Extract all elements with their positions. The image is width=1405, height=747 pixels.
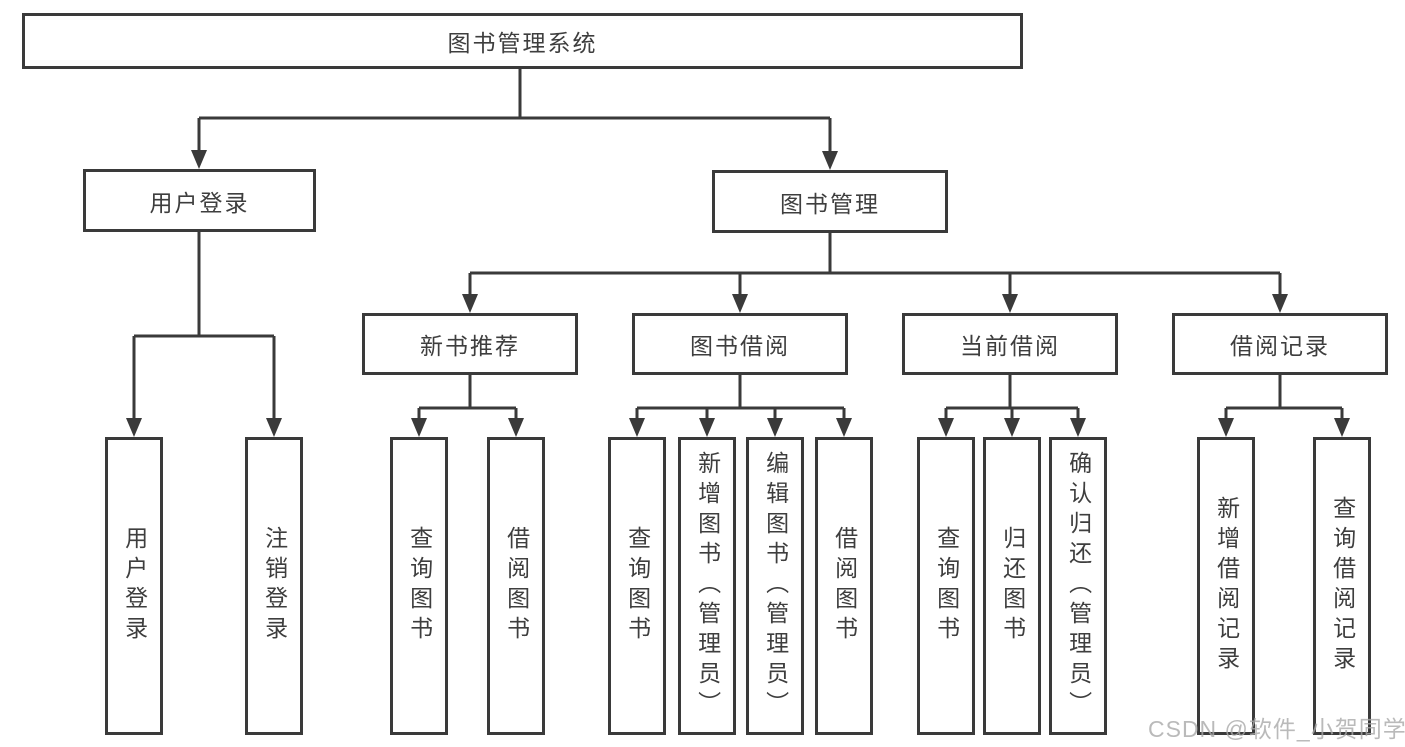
node-label: 图书管理系统 <box>447 30 598 56</box>
connector-records-to-children <box>1218 375 1350 437</box>
node-label: 查询图书 <box>624 526 651 646</box>
node-label: 图书管理 <box>780 190 880 217</box>
leaf-edit-book-admin: 编辑图书（管理员） <box>746 437 804 735</box>
node-label: 用户登录 <box>121 526 148 646</box>
csdn-watermark: CSDN @软件_小贺同学 <box>1148 716 1405 742</box>
node-label: 用户登录 <box>149 189 250 216</box>
node-book-management-branch: 图书管理 <box>712 170 948 233</box>
leaf-current-query-book: 查询图书 <box>917 437 975 735</box>
connector-current-to-children <box>938 375 1086 437</box>
node-label: 查询借阅记录 <box>1329 496 1356 676</box>
node-label: 新增借阅记录 <box>1213 496 1240 676</box>
leaf-add-book-admin: 新增图书（管理员） <box>678 437 736 735</box>
node-label: 借阅记录 <box>1230 333 1330 359</box>
leaf-recommend-borrow-book: 借阅图书 <box>487 437 545 735</box>
node-borrow-records: 借阅记录 <box>1172 313 1388 375</box>
leaf-user-login: 用户登录 <box>105 437 163 735</box>
connector-mgmt-to-level3 <box>462 233 1288 313</box>
node-label: 确认归还（管理员） <box>1065 451 1092 721</box>
leaf-return-book: 归还图书 <box>983 437 1041 735</box>
connector-root-to-level2 <box>191 69 838 170</box>
leaf-add-borrow-record: 新增借阅记录 <box>1197 437 1255 735</box>
node-current-borrowing: 当前借阅 <box>902 313 1118 375</box>
leaf-logout: 注销登录 <box>245 437 303 735</box>
node-label: 新书推荐 <box>420 333 520 359</box>
node-new-book-recommend: 新书推荐 <box>362 313 578 375</box>
node-user-login-branch: 用户登录 <box>83 169 316 232</box>
node-label: 查询图书 <box>406 526 433 646</box>
node-label: 借阅图书 <box>831 526 858 646</box>
connector-login-to-children <box>126 232 282 437</box>
node-book-borrowing: 图书借阅 <box>632 313 848 375</box>
leaf-confirm-return-admin: 确认归还（管理员） <box>1049 437 1107 735</box>
leaf-query-borrow-record: 查询借阅记录 <box>1313 437 1371 735</box>
node-label: 查询图书 <box>933 526 960 646</box>
node-label: 图书借阅 <box>690 333 790 359</box>
node-label: 当前借阅 <box>960 333 1060 359</box>
connector-newbooks-to-children <box>411 375 524 437</box>
node-root-system: 图书管理系统 <box>22 13 1023 69</box>
leaf-borrowing-query-book: 查询图书 <box>608 437 666 735</box>
node-label: 编辑图书（管理员） <box>762 451 789 721</box>
node-label: 借阅图书 <box>503 526 530 646</box>
node-label: 归还图书 <box>999 526 1026 646</box>
leaf-recommend-query-book: 查询图书 <box>390 437 448 735</box>
node-label: 注销登录 <box>261 526 288 646</box>
leaf-borrowing-borrow-book: 借阅图书 <box>815 437 873 735</box>
connector-borrow-to-children <box>629 375 852 437</box>
node-label: 新增图书（管理员） <box>694 451 721 721</box>
